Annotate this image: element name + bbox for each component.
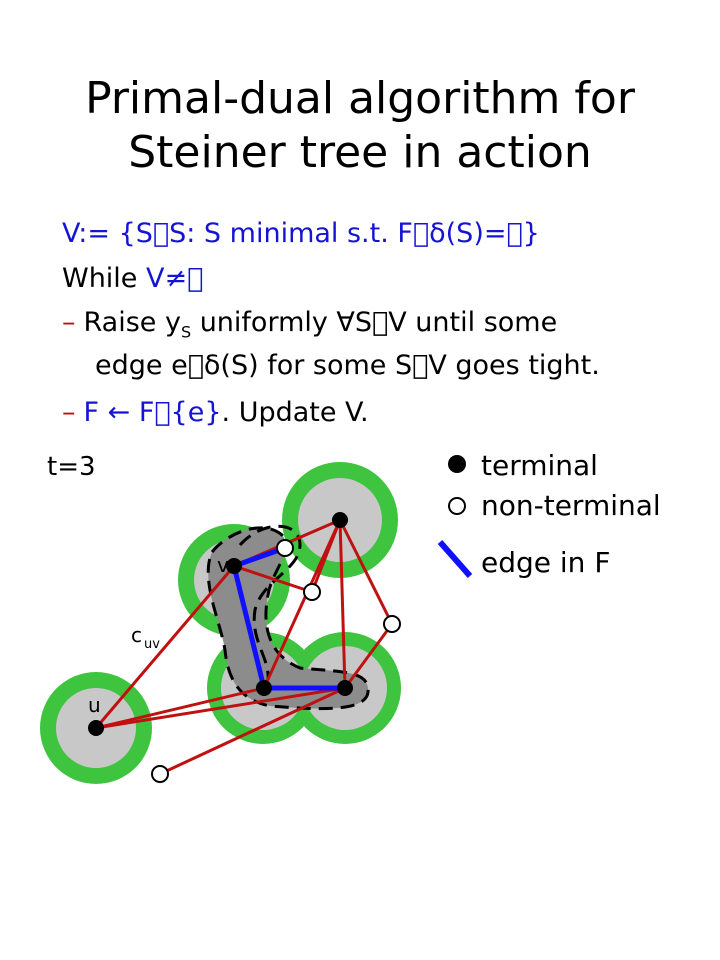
- legend-edge-label: edge in F: [481, 546, 610, 579]
- node-label-u: u: [88, 693, 101, 717]
- edge-top-mid: [262, 519, 342, 689]
- bullet-1-line-1: –Raise yS uniformly ∀S V until some: [62, 307, 557, 341]
- bullet1-b: uniformly ∀S V: [191, 307, 407, 338]
- edge-top-right: [338, 519, 347, 689]
- legend-non-terminal-icon: [448, 497, 466, 515]
- bullet-dash-2: –: [62, 397, 76, 428]
- non-terminal-node: [383, 615, 401, 633]
- nodes: [88, 512, 401, 783]
- bullet1-line2-a: edge e δ(S): [95, 350, 259, 381]
- edge-v-side: [233, 564, 313, 594]
- edge-u-v: [94, 565, 236, 729]
- bullet-1-line-2: edge e δ(S) for some S V goes tight.: [95, 350, 600, 381]
- legend-terminal-icon: [448, 455, 466, 473]
- edge-u-mid: [95, 686, 265, 730]
- non-terminal-node: [303, 583, 321, 601]
- time-label: t=3: [47, 452, 96, 482]
- while-condition: V≠ : [146, 263, 204, 294]
- terminal-node: [226, 558, 242, 574]
- bullet-2: –F ← F {e}. Update V.: [62, 397, 369, 428]
- while-label: While: [62, 263, 147, 294]
- slide-title-line-1: Primal-dual algorithm for: [85, 73, 635, 124]
- bullet2-b: . Update V.: [221, 397, 369, 428]
- slide-title-line-2: Steiner tree in action: [128, 127, 592, 178]
- v-definition: V:= {S S: S minimal s.t. F δ(S)= }: [62, 218, 540, 249]
- edge-cost-subscript: uv: [144, 637, 160, 652]
- node-label-v: v: [217, 553, 229, 577]
- while-line: While V≠ : [62, 263, 203, 294]
- legend-terminal-label: terminal: [481, 449, 598, 482]
- terminal-node: [88, 720, 104, 736]
- terminal-node: [332, 512, 348, 528]
- edge-u-right: [95, 686, 346, 730]
- active-set-cluster: [206, 526, 370, 711]
- bullet1-a: Raise y: [83, 307, 181, 338]
- edge-bottom-right: [159, 686, 346, 776]
- edge-far-right: [343, 623, 394, 689]
- bullet-dash-1: –: [62, 307, 76, 338]
- edge-cost-label: c: [131, 623, 142, 647]
- bullet2-a: F ← F {e}: [83, 397, 222, 428]
- v-def-prefix: V:= {S: [62, 218, 153, 249]
- bullet1-sub: S: [180, 322, 192, 342]
- f-edge-v-top: [233, 545, 286, 569]
- v-def-body: S minimal s.t. F δ(S)= }: [195, 218, 540, 249]
- edge-top-far: [338, 519, 394, 625]
- terminal-node: [337, 680, 353, 696]
- terminal-node: [256, 680, 272, 696]
- f-edge-v-mid: [231, 565, 267, 689]
- bullet1-line2-c: goes tight.: [446, 350, 600, 381]
- non-terminal-node: [151, 765, 169, 783]
- legend-non-terminal-label: non-terminal: [481, 489, 661, 522]
- non-terminal-node: [276, 539, 294, 557]
- legend-edge-icon: [437, 540, 473, 578]
- v-def-sep:  S:: [152, 218, 196, 249]
- bullet1-c: until some: [406, 307, 558, 338]
- bullet1-line2-b: for some S V: [258, 350, 447, 381]
- edges-in-f: [231, 545, 345, 691]
